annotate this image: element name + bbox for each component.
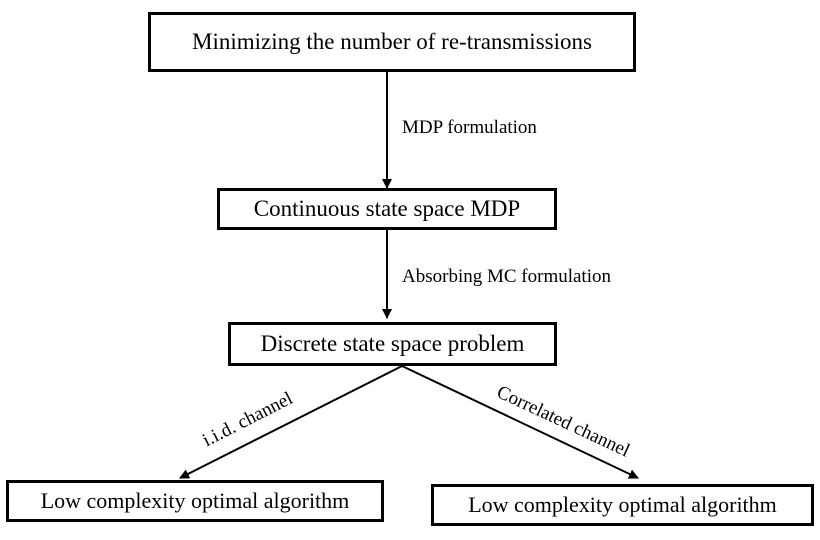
arrow-discrete-to-right bbox=[401, 365, 639, 479]
node-continuous-state-space-mdp-label: Continuous state space MDP bbox=[253, 196, 521, 221]
arrow-discrete-to-left bbox=[179, 365, 403, 479]
node-minimizing-retransmissions-label: Minimizing the number of re-transmission… bbox=[192, 29, 592, 54]
edge-label-mdp-formulation: MDP formulation bbox=[402, 117, 537, 138]
node-right-low-complexity-algorithm: Low complexity optimal algorithm bbox=[431, 484, 814, 526]
node-minimizing-retransmissions: Minimizing the number of re-transmission… bbox=[148, 12, 636, 72]
node-discrete-state-space-problem-label: Discrete state space problem bbox=[260, 331, 525, 356]
node-continuous-state-space-mdp: Continuous state space MDP bbox=[217, 188, 557, 230]
node-left-label: Low complexity optimal algorithm bbox=[40, 488, 350, 513]
node-left-low-complexity-algorithm: Low complexity optimal algorithm bbox=[6, 480, 384, 522]
edge-label-absorbing-mc: Absorbing MC formulation bbox=[402, 266, 611, 287]
node-right-label: Low complexity optimal algorithm bbox=[468, 492, 777, 517]
node-discrete-state-space-problem: Discrete state space problem bbox=[228, 322, 557, 366]
